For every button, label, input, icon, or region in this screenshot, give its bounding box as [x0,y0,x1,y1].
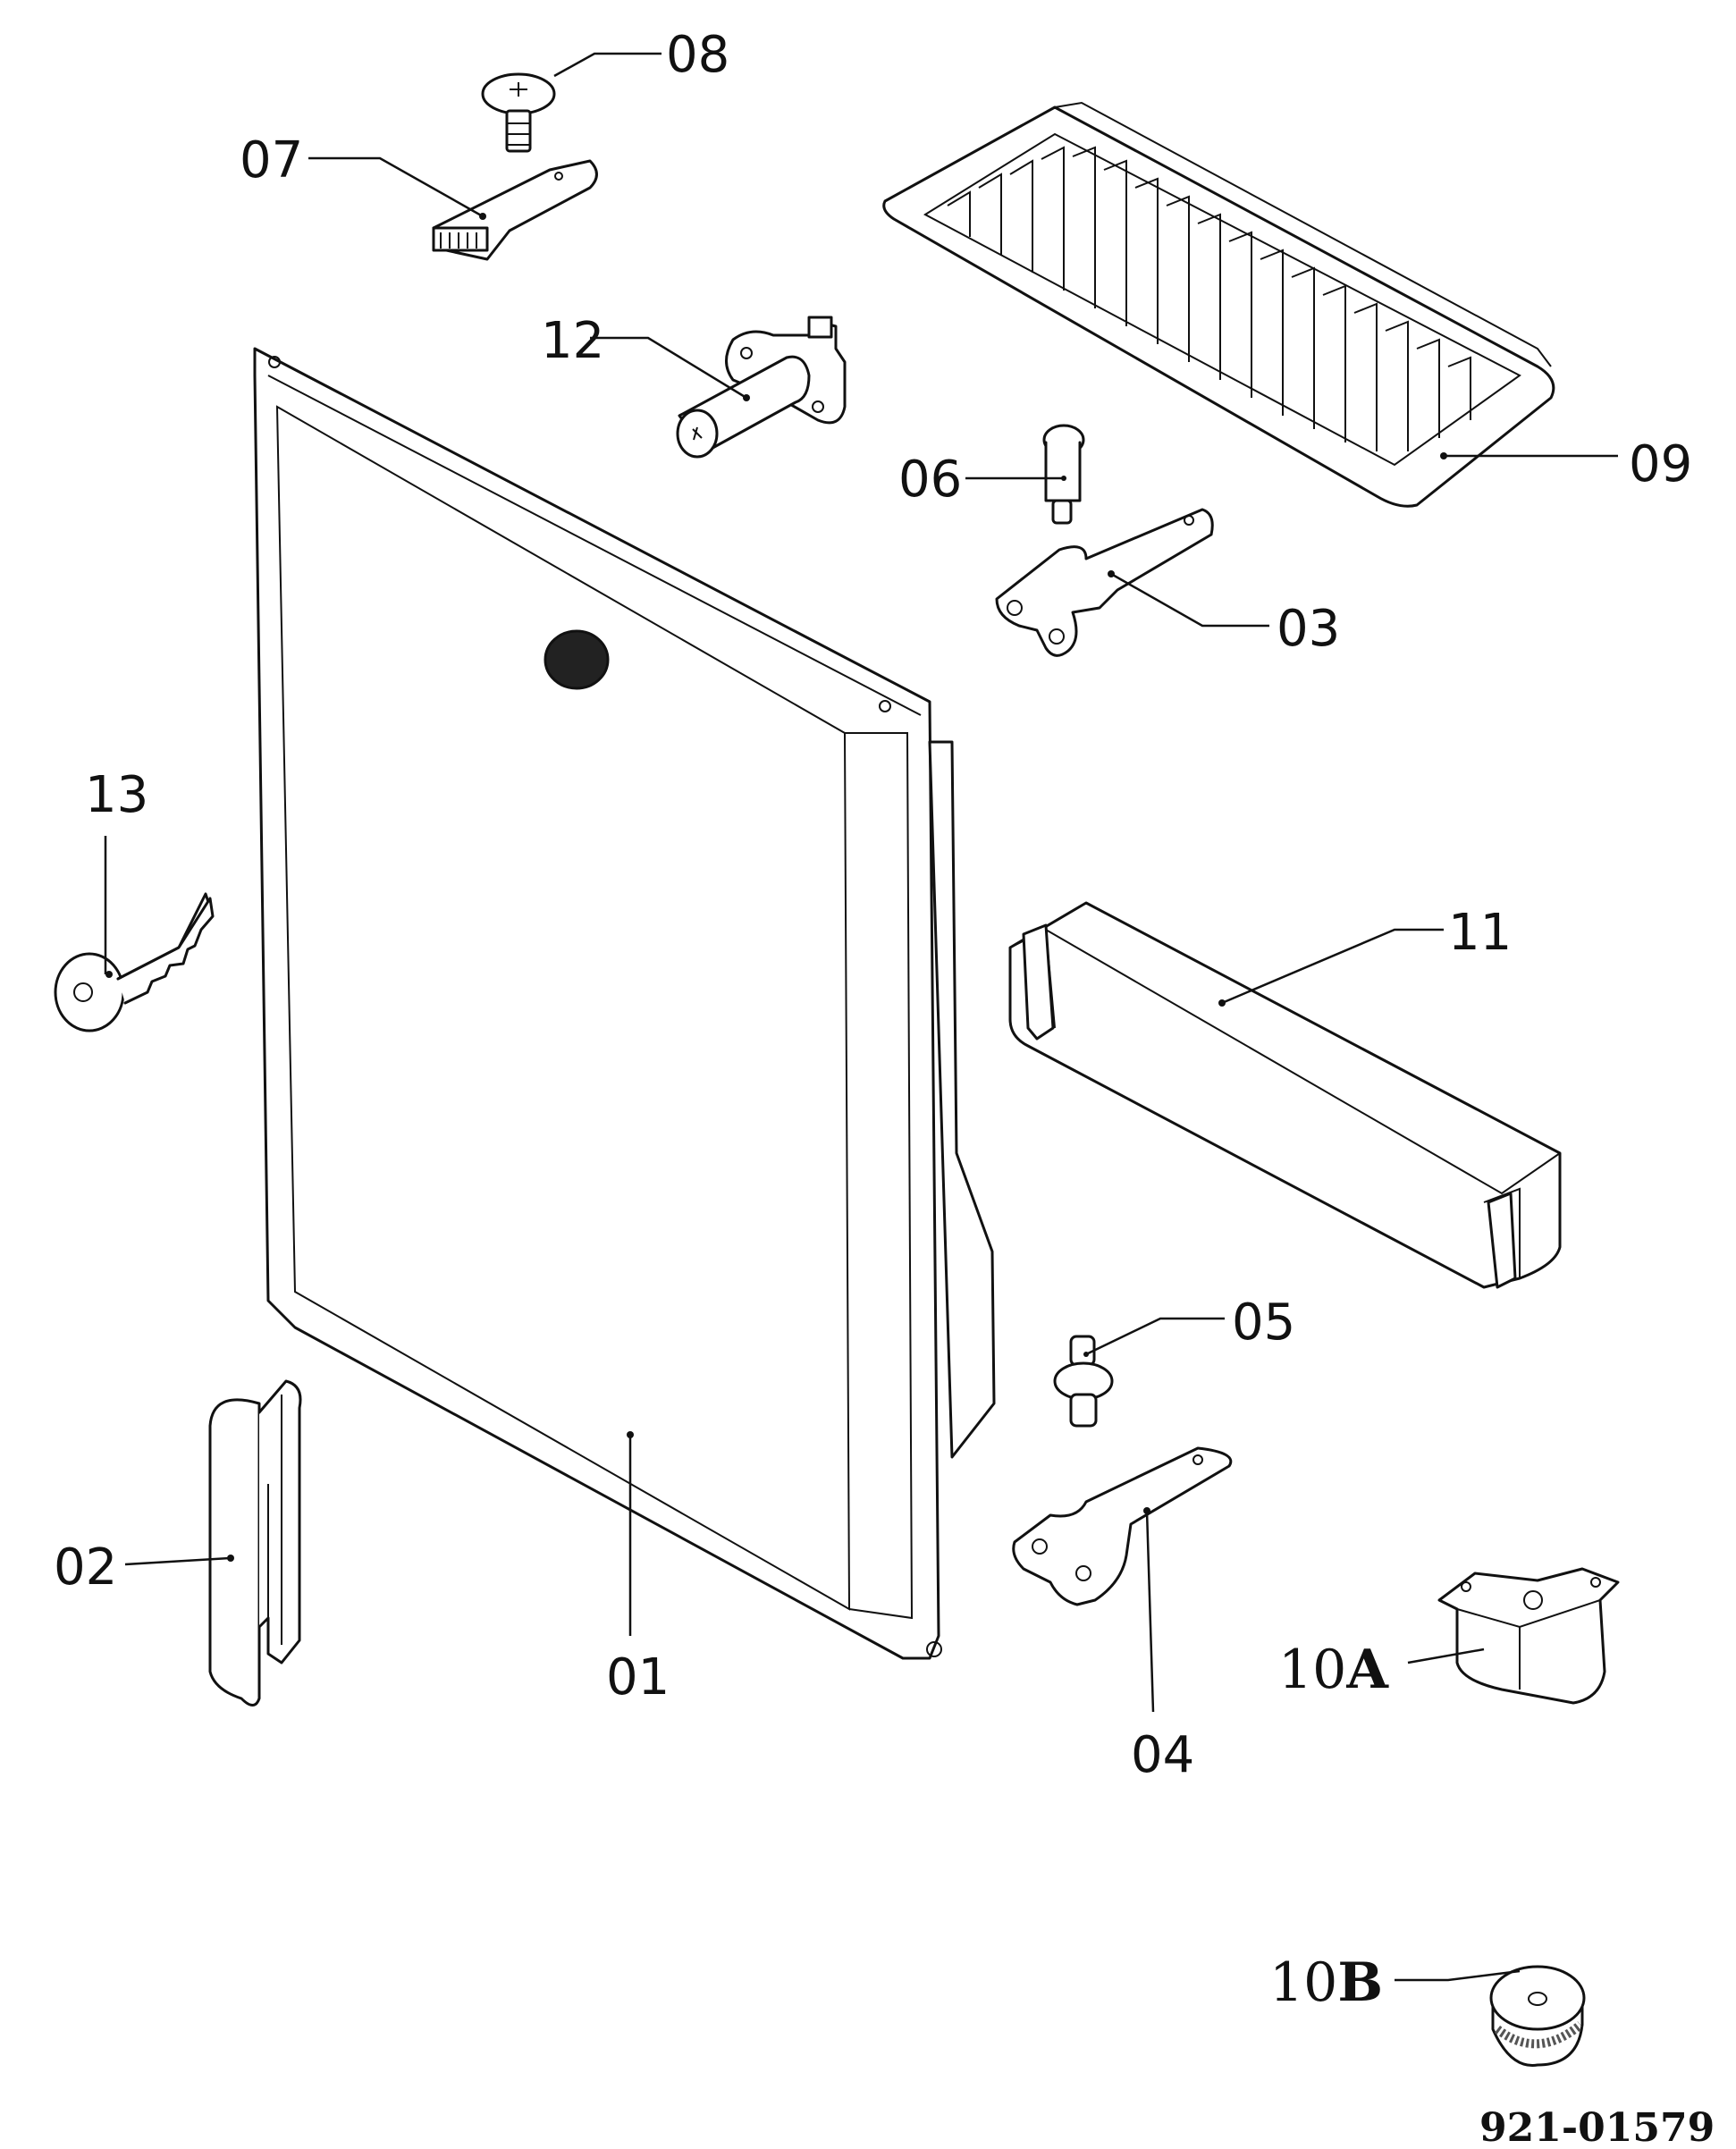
part-08-screw [481,72,556,153]
leader-04 [1145,1510,1155,1713]
part-01-door [253,347,996,1660]
leader-10b [1395,1969,1521,1982]
part-06-pivot-pin [1042,424,1085,525]
leader-10a [1407,1648,1485,1664]
leader-03 [1110,572,1269,628]
leader-11 [1221,928,1444,1005]
callout-12: 12 [541,312,604,370]
callout-08: 08 [666,26,729,84]
leader-08 [553,52,662,78]
part-13-key [54,892,215,1032]
callout-04: 04 [1131,1726,1194,1784]
leader-lines [104,52,1618,1982]
part-04-lower-hinge [1012,1446,1233,1606]
callout-05: 05 [1232,1294,1295,1352]
callout-10b: 10B [1269,1951,1383,2014]
part-10b-round-foot [1489,1965,1586,2067]
callout-13: 13 [85,766,148,824]
part-09-ventilation-grille [882,101,1555,508]
callout-03: 03 [1277,600,1340,658]
document-number: 921-01579 [1479,2105,1715,2149]
callout-11: 11 [1448,904,1512,962]
leader-07 [308,156,484,218]
callout-labels: 08 07 12 06 09 03 13 11 05 02 01 04 10A … [54,26,1692,2014]
part-02-hinge-cover [208,1379,302,1707]
part-05-pivot-pin [1053,1335,1114,1428]
leader-12 [590,336,747,400]
leader-05 [1085,1317,1225,1356]
part-12-lock-cylinder [676,316,847,459]
leader-02 [124,1556,232,1566]
callout-09: 09 [1629,435,1692,493]
callout-01: 01 [606,1648,670,1707]
part-03-upper-hinge [995,508,1214,657]
part-11-door-shelf [1008,901,1562,1289]
callout-02: 02 [54,1538,117,1597]
callout-06: 06 [898,451,962,509]
part-07-latch-plate [432,159,598,261]
part-10a-foot [1437,1567,1620,1705]
callout-07: 07 [240,131,303,190]
callout-10a: 10A [1278,1639,1389,1701]
